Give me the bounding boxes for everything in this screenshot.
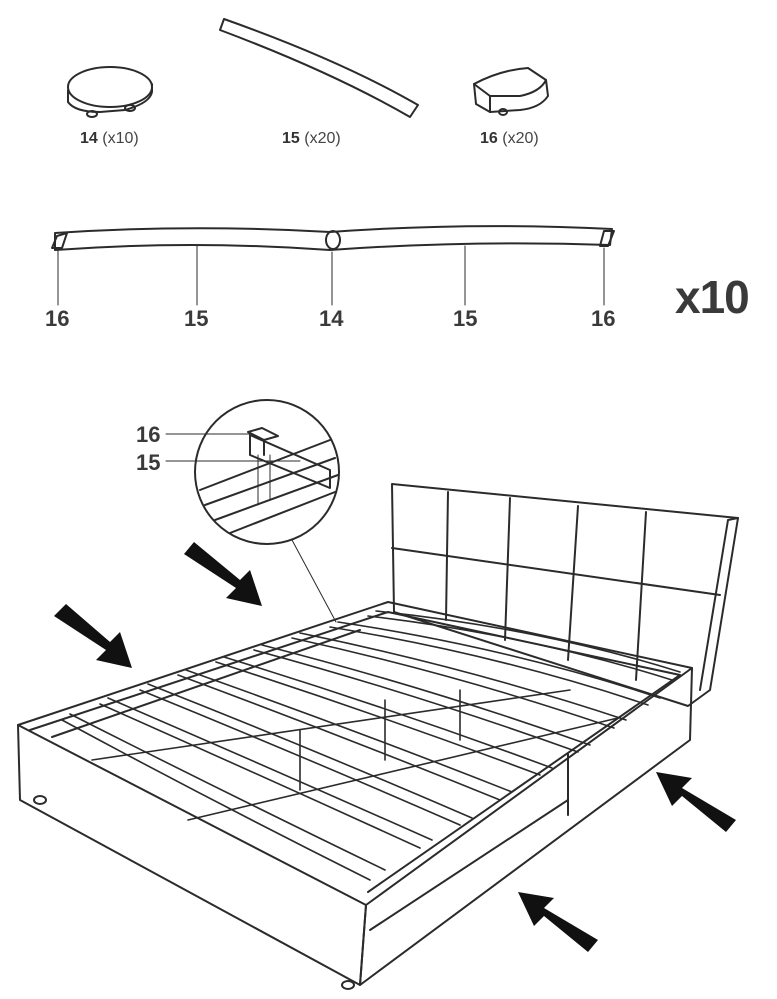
part-number: 16 <box>480 130 498 147</box>
slat-holder-center-icon <box>67 66 153 118</box>
detail-callout-15: 15 <box>136 450 161 475</box>
slat-assembly-row <box>51 225 615 306</box>
repeat-multiplier: x10 <box>675 271 750 323</box>
arrow-icon <box>54 542 736 952</box>
callout-15-right: 15 <box>453 306 478 331</box>
slat-icon <box>219 18 419 118</box>
slat-end-cap-icon <box>473 67 549 116</box>
callout-15-left: 15 <box>184 306 209 331</box>
detail-callout-16: 16 <box>136 422 161 447</box>
part-quantity: (x20) <box>502 130 539 147</box>
callout-16-left: 16 <box>45 306 70 331</box>
headboard <box>391 483 739 707</box>
callout-14-center: 14 <box>319 306 344 331</box>
part-quantity: (x10) <box>102 130 139 147</box>
part-number: 15 <box>282 130 300 147</box>
part-label-16: 16 (x20) <box>480 130 539 148</box>
callout-16-right: 16 <box>591 306 616 331</box>
detail-magnifier <box>165 399 340 623</box>
bed-slats <box>61 610 681 881</box>
part-label-14: 14 (x10) <box>80 130 139 148</box>
part-number: 14 <box>80 130 98 147</box>
part-label-15: 15 (x20) <box>282 130 341 148</box>
part-quantity: (x20) <box>304 130 341 147</box>
